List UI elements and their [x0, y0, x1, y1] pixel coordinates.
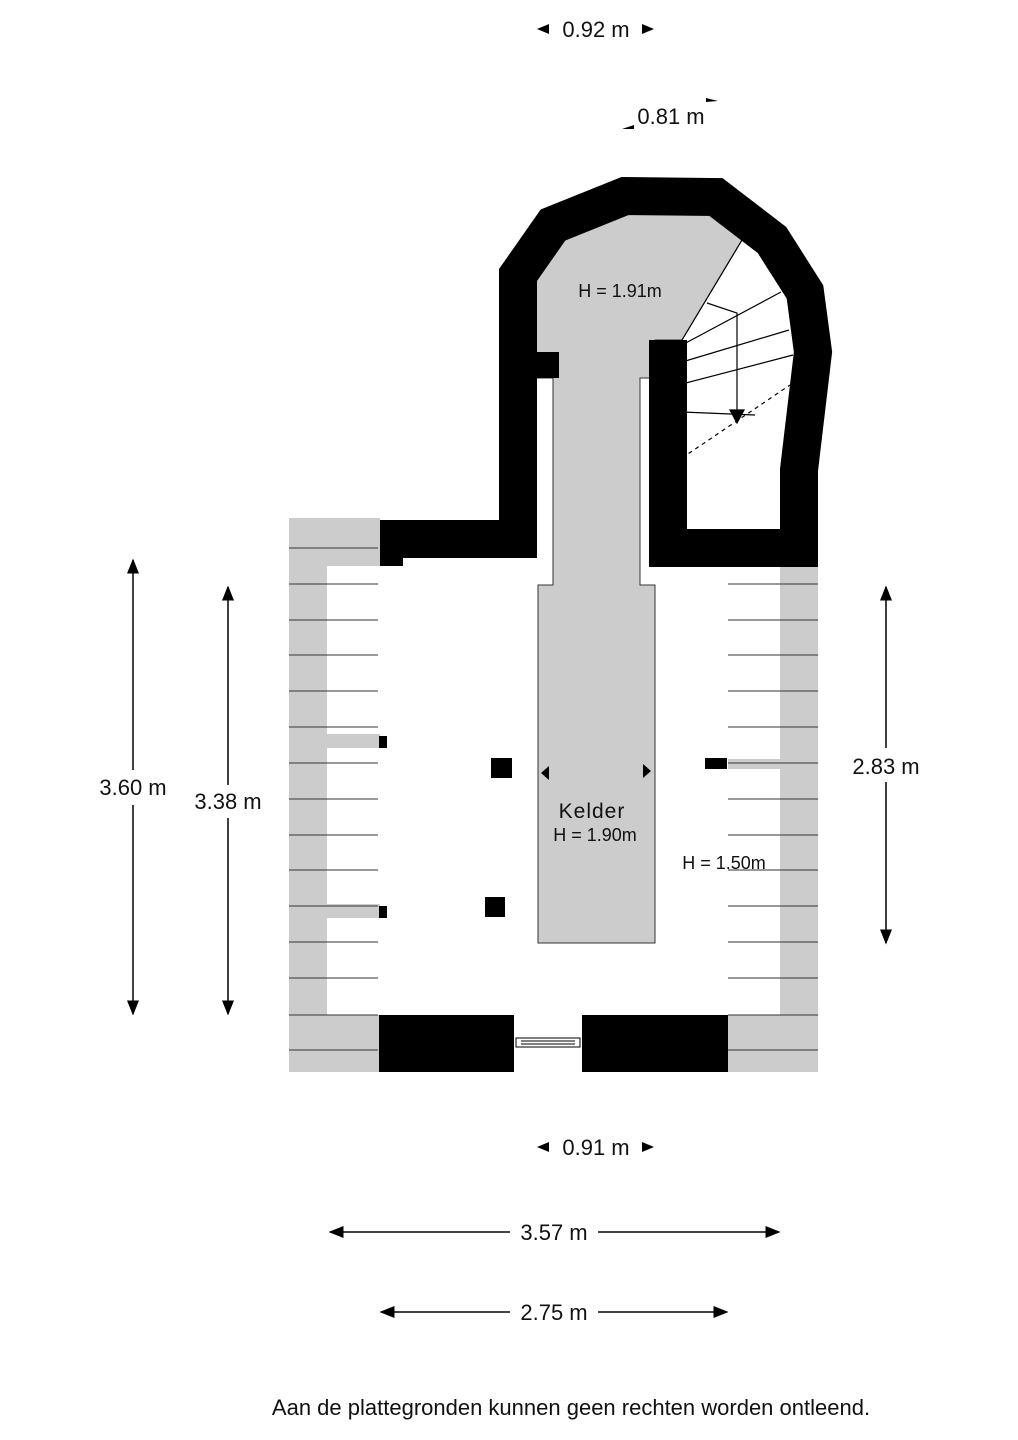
wall-bottom-right — [582, 1015, 728, 1072]
post — [379, 906, 387, 918]
wall-bottom-left — [379, 1015, 514, 1072]
window — [515, 1037, 581, 1048]
wall-stub — [537, 352, 559, 378]
walls — [380, 176, 833, 567]
stair-area-height: H = 1.91m — [578, 281, 662, 301]
room-name: Kelder — [559, 800, 626, 823]
arrow-right-icon — [643, 764, 651, 778]
svg-text:3.38 m: 3.38 m — [194, 789, 261, 814]
svg-text:0.92 m: 0.92 m — [562, 17, 629, 42]
room-height: H = 1.90m — [553, 825, 637, 845]
dimension-outer-width: 3.57 m — [328, 1220, 781, 1245]
svg-text:3.57 m: 3.57 m — [520, 1220, 587, 1245]
svg-text:0.81 m: 0.81 m — [637, 104, 704, 129]
dimension-top-width: 0.92 m — [537, 17, 654, 42]
dimension-window-width: 0.91 m — [537, 1135, 654, 1160]
column — [491, 758, 512, 778]
staircase — [681, 239, 794, 459]
dimension-outer-depth: 3.60 m — [99, 558, 167, 1016]
svg-text:2.75 m: 2.75 m — [520, 1300, 587, 1325]
wall-corner — [380, 520, 403, 566]
post — [705, 758, 727, 769]
dimension-stair-width: 0.81 m — [622, 98, 718, 129]
post — [379, 736, 387, 748]
disclaimer: Aan de plattegronden kunnen geen rechten… — [272, 1395, 870, 1420]
dimension-right-depth: 2.83 m — [852, 585, 920, 945]
side-area-height: H = 1.50m — [682, 853, 766, 873]
svg-text:3.60 m: 3.60 m — [99, 775, 166, 800]
svg-text:2.83 m: 2.83 m — [852, 754, 919, 779]
arrow-left-icon — [541, 766, 549, 780]
dimension-inner-width: 2.75 m — [379, 1300, 729, 1325]
svg-text:0.91 m: 0.91 m — [562, 1135, 629, 1160]
column — [485, 897, 505, 917]
dimension-inner-depth: 3.38 m — [194, 585, 262, 1016]
sloped-ceiling-area — [289, 518, 818, 1072]
